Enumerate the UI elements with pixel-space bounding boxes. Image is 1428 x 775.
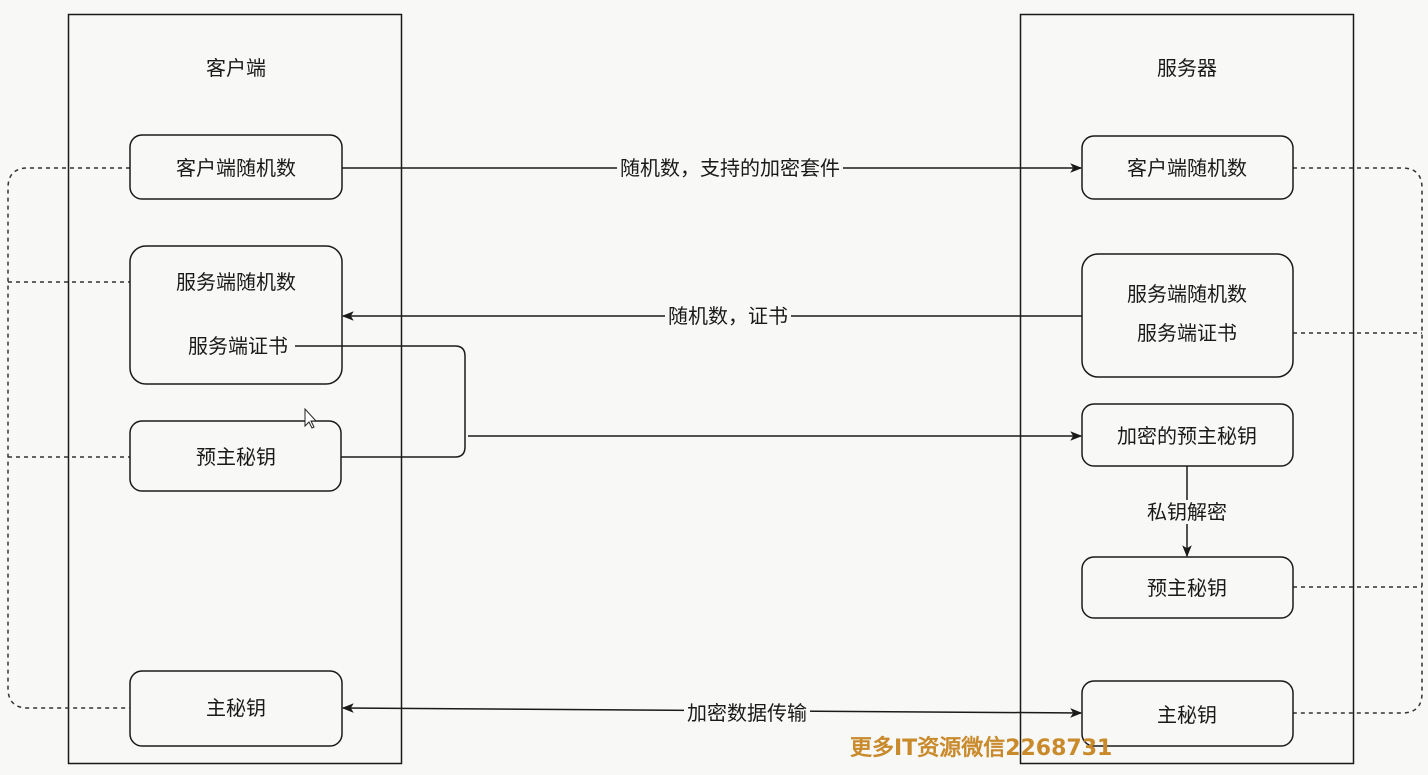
client-dashed-bracket	[7, 167, 130, 709]
data-transfer-label: 加密数据传输	[684, 701, 810, 725]
client-random-box	[129, 134, 343, 200]
server-dashed-bracket	[1293, 167, 1423, 714]
decrypt-label: 私钥解密	[1144, 500, 1230, 524]
server-premaster-label: 预主秘钥	[1147, 576, 1227, 600]
server-info-box	[1081, 253, 1294, 378]
client-master-label: 主秘钥	[206, 696, 266, 720]
client-container	[67, 13, 403, 765]
server-master-label: 主秘钥	[1157, 703, 1217, 727]
server-random-label: 服务端随机数	[1127, 282, 1247, 306]
server-hello-label: 随机数，证书	[665, 304, 791, 328]
client-server-info-box	[129, 245, 343, 385]
server-cert-label: 服务端证书	[1137, 321, 1237, 345]
client-title: 客户端	[206, 56, 266, 80]
watermark-text: 更多IT资源微信2268731	[850, 736, 1113, 761]
mouse-cursor-icon	[304, 407, 318, 429]
server-client-random-label: 客户端随机数	[1127, 156, 1247, 180]
server-container	[1019, 13, 1355, 765]
client-server-cert-label: 服务端证书	[188, 334, 288, 358]
server-encrypted-premaster-label: 加密的预主秘钥	[1117, 424, 1257, 448]
client-hello-label: 随机数，支持的加密套件	[617, 156, 843, 180]
client-server-random-label: 服务端随机数	[176, 270, 296, 294]
client-premaster-label: 预主秘钥	[196, 445, 276, 469]
server-title: 服务器	[1157, 56, 1217, 80]
client-premaster-box	[129, 420, 342, 492]
cert-premaster-connector	[295, 345, 466, 458]
client-random-label: 客户端随机数	[176, 156, 296, 180]
